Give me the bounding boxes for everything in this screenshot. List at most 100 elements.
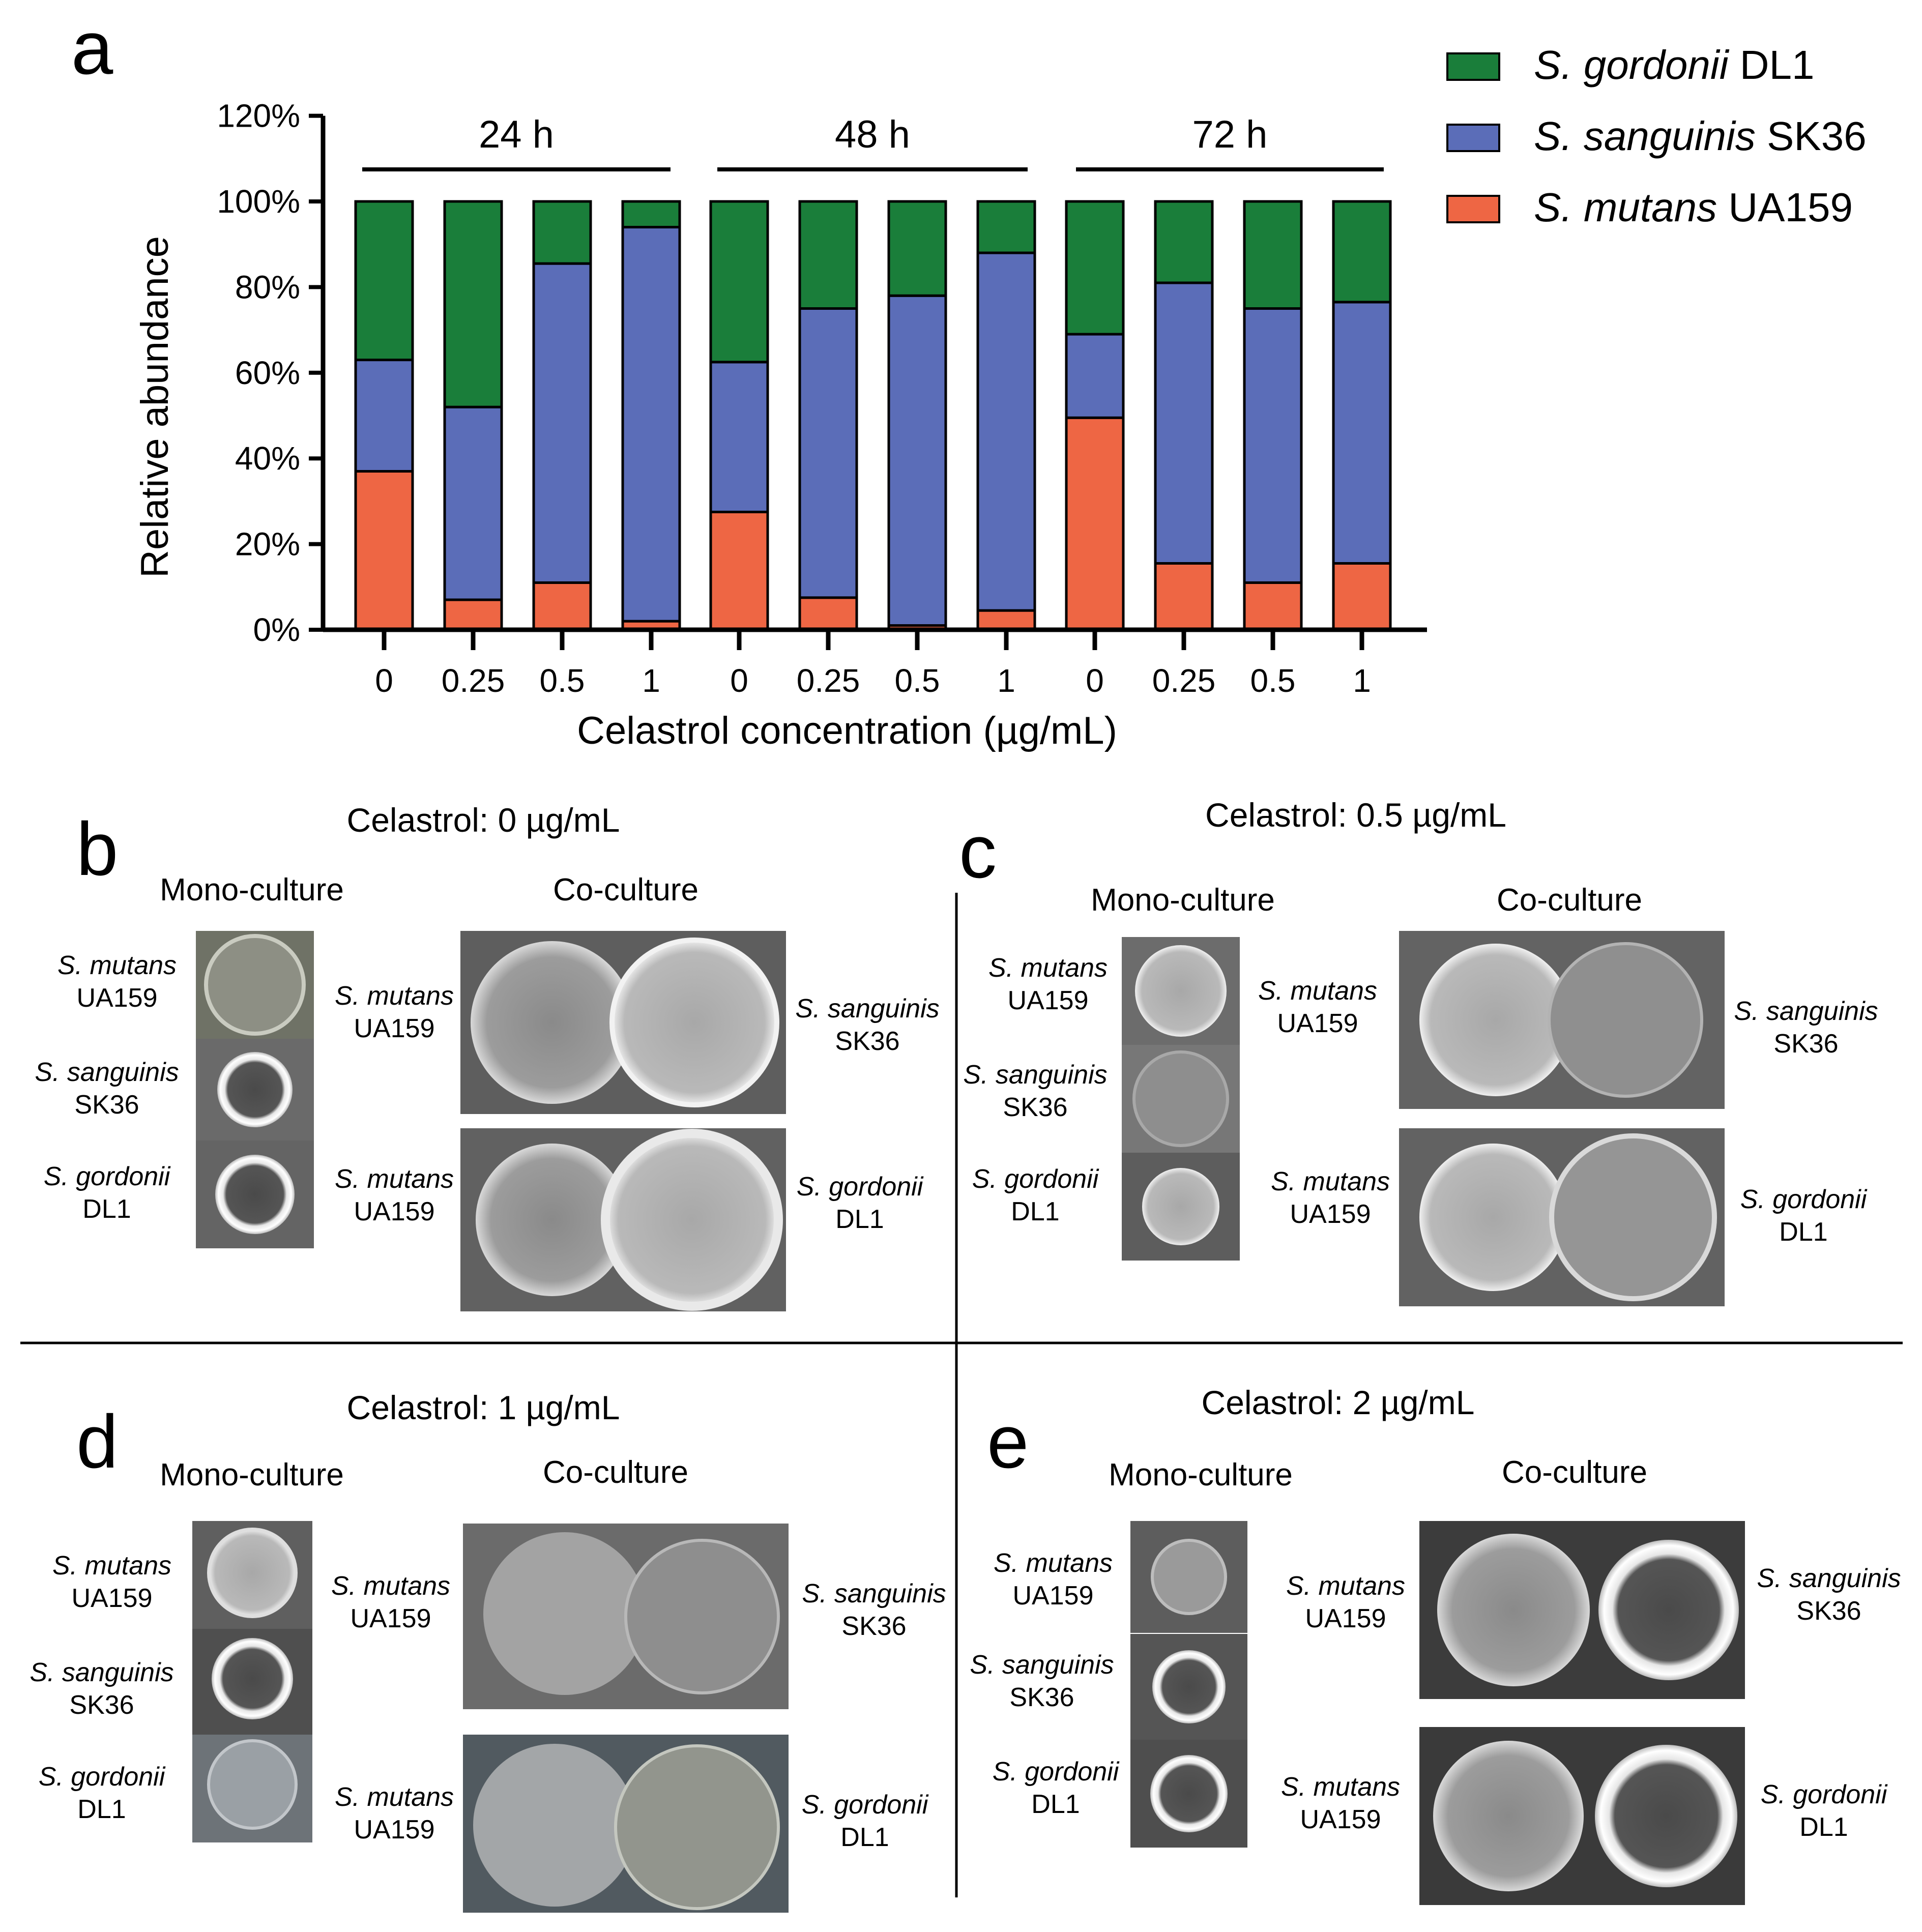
colony: [1151, 1539, 1227, 1615]
colony: [207, 1528, 298, 1618]
colony: [1419, 944, 1572, 1096]
bar-segment: [1332, 301, 1392, 565]
bar-segment: [976, 200, 1036, 254]
species-name: S. gordonii: [802, 1790, 929, 1820]
panel-d-mono-heading: Mono-culture: [160, 1457, 344, 1492]
bar-segment: [976, 251, 1036, 612]
species-name: S. gordonii: [1761, 1780, 1888, 1809]
bar-segment: [1154, 562, 1214, 631]
panel-c-co-heading: Co-culture: [1497, 883, 1642, 918]
strain-name: UA159: [72, 1584, 153, 1613]
panel-e-title: Celastrol: 2 µg/mL: [1202, 1384, 1475, 1421]
strain-name: UA159: [77, 983, 158, 1013]
species-name: S. gordonii: [797, 1172, 924, 1202]
colony: [483, 1532, 646, 1695]
bar-segment: [532, 262, 592, 584]
bar-segment: [443, 598, 503, 631]
colony: [1437, 1534, 1590, 1686]
x-tick-label: 1: [1353, 662, 1371, 699]
colony: [1419, 1144, 1567, 1291]
bar-segment: [532, 581, 592, 631]
colony: [614, 1744, 780, 1910]
strain-name: UA159: [354, 1197, 435, 1226]
legend-entry: S. sanguinis SK36: [1534, 113, 1867, 159]
strain-name: SK36: [74, 1090, 139, 1120]
panel-label-a: a: [71, 6, 113, 90]
strain-name: UA159: [354, 1014, 435, 1043]
species-name: S. mutans: [335, 981, 454, 1011]
panel-label-d: d: [76, 1400, 118, 1484]
species-name: S. mutans: [1286, 1571, 1405, 1601]
colony: [207, 1739, 298, 1830]
strain-name: DL1: [77, 1795, 126, 1824]
legend-entry: S. gordonii DL1: [1534, 42, 1814, 87]
species-name: S. mutans: [1258, 976, 1377, 1006]
bar-segment: [1243, 581, 1303, 631]
x-tick-label: 1: [997, 662, 1015, 699]
panel-label-c: c: [959, 810, 997, 894]
species-name: S. mutans: [335, 1164, 454, 1194]
panel-b-co-heading: Co-culture: [553, 872, 698, 908]
bar-segment: [887, 200, 947, 297]
colony: [1433, 1741, 1584, 1891]
panel-d: d Celastrol: 1 µg/mL Mono-culture Co-cul…: [76, 1389, 789, 1913]
species-name: S. sanguinis: [35, 1058, 179, 1087]
bar-segment: [798, 307, 858, 599]
strain-name: DL1: [840, 1823, 889, 1852]
species-name: S. sanguinis: [795, 994, 939, 1023]
strain-name: SK36: [841, 1612, 906, 1641]
x-tick-label: 0.25: [1152, 662, 1216, 699]
bar-segment: [621, 226, 681, 623]
species-name: S. mutans: [331, 1571, 450, 1601]
strain-name: UA159: [354, 1815, 435, 1845]
species-name: S. gordonii: [44, 1162, 171, 1191]
colony: [1142, 1168, 1219, 1245]
colony: [204, 934, 306, 1036]
strain-name: UA159: [1013, 1581, 1094, 1611]
colony: [473, 1744, 636, 1907]
colony: [1152, 1650, 1226, 1723]
strain-name: UA159: [1300, 1805, 1381, 1834]
panel-d-co-heading: Co-culture: [543, 1455, 688, 1490]
colony: [1132, 1050, 1229, 1147]
bar-segment: [798, 200, 858, 310]
strain-name: DL1: [1799, 1812, 1848, 1842]
panel-e-mono-heading: Mono-culture: [1109, 1457, 1293, 1492]
colony: [1150, 1755, 1228, 1832]
bar-segment: [709, 200, 769, 364]
strain-name: UA159: [1290, 1199, 1371, 1229]
panel-e: e Celastrol: 2 µg/mL Mono-culture Co-cul…: [987, 1384, 1745, 1905]
legend: S. gordonii DL1 S. sanguinis SK36 S. mutan…: [1446, 42, 1867, 230]
group-label: 72 h: [1192, 113, 1268, 156]
colony: [624, 1539, 780, 1694]
strain-name: DL1: [835, 1205, 884, 1234]
strain-name: SK36: [69, 1690, 134, 1720]
x-tick-label: 0.5: [1250, 662, 1296, 699]
panel-b-title: Celastrol: 0 µg/mL: [347, 801, 620, 839]
species-name: S. sanguinis: [970, 1650, 1114, 1680]
x-tick-label: 0: [730, 662, 748, 699]
strain-name: SK36: [1796, 1596, 1861, 1626]
species-name: S. mutans: [52, 1551, 171, 1580]
x-tick-label: 0.5: [895, 662, 940, 699]
species-name: S. mutans: [994, 1548, 1113, 1578]
colony: [476, 1144, 628, 1296]
bar-segment: [621, 200, 681, 229]
bar-segment: [532, 200, 592, 265]
bar-segment: [1154, 281, 1214, 565]
colony: [471, 941, 633, 1104]
strain-name: UA159: [351, 1604, 431, 1633]
species-name: S. sanguinis: [802, 1579, 946, 1608]
colony: [1548, 942, 1703, 1098]
panel-b: b Celastrol: 0 µg/mL Mono-culture Co-cul…: [76, 801, 786, 1311]
strain-name: UA159: [1277, 1009, 1358, 1038]
colony: [1598, 1540, 1739, 1680]
bar-segment: [1065, 200, 1125, 336]
strain-name: SK36: [1773, 1029, 1838, 1059]
legend-entry: S. mutans UA159: [1534, 185, 1853, 230]
species-name: S. sanguinis: [1734, 997, 1878, 1026]
strain-name: DL1: [1779, 1217, 1827, 1247]
